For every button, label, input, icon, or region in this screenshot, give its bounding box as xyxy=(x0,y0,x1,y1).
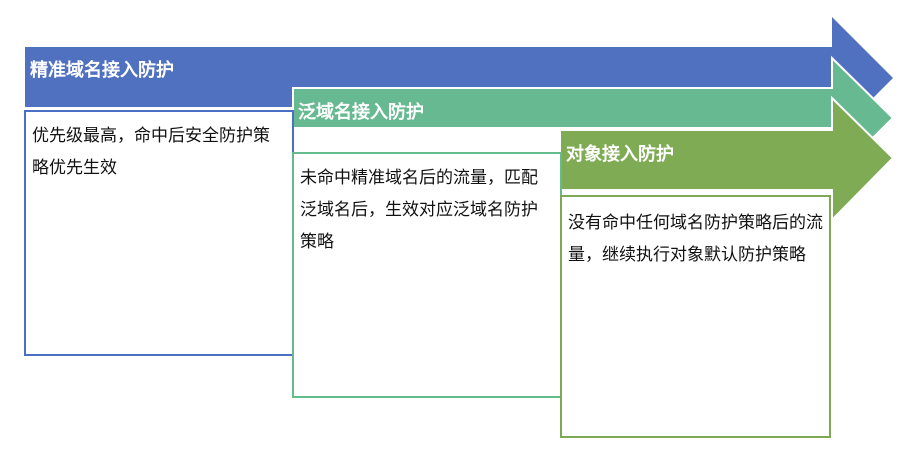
stage-title-exact-domain: 精准域名接入防护 xyxy=(30,60,174,81)
stage-title-object: 对象接入防护 xyxy=(566,144,674,165)
stage-box-exact-domain: 优先级最高，命中后安全防护策略优先生效 xyxy=(24,110,294,356)
stage-box-wildcard-domain: 未命中精准域名后的流量，匹配泛域名后，生效对应泛域名防护策略 xyxy=(292,152,562,398)
stage-description: 未命中精准域名后的流量，匹配泛域名后，生效对应泛域名防护策略 xyxy=(300,168,538,252)
stage-description: 优先级最高，命中后安全防护策略优先生效 xyxy=(32,126,270,178)
arrow-exact-domain xyxy=(25,17,893,139)
stage-description: 没有命中任何域名防护策略后的流量，继续执行对象默认防护策略 xyxy=(568,213,823,265)
stage-box-object: 没有命中任何域名防护策略后的流量，继续执行对象默认防护策略 xyxy=(560,195,831,438)
arrow-object xyxy=(559,95,895,223)
stage-title-wildcard-domain: 泛域名接入防护 xyxy=(298,102,424,123)
